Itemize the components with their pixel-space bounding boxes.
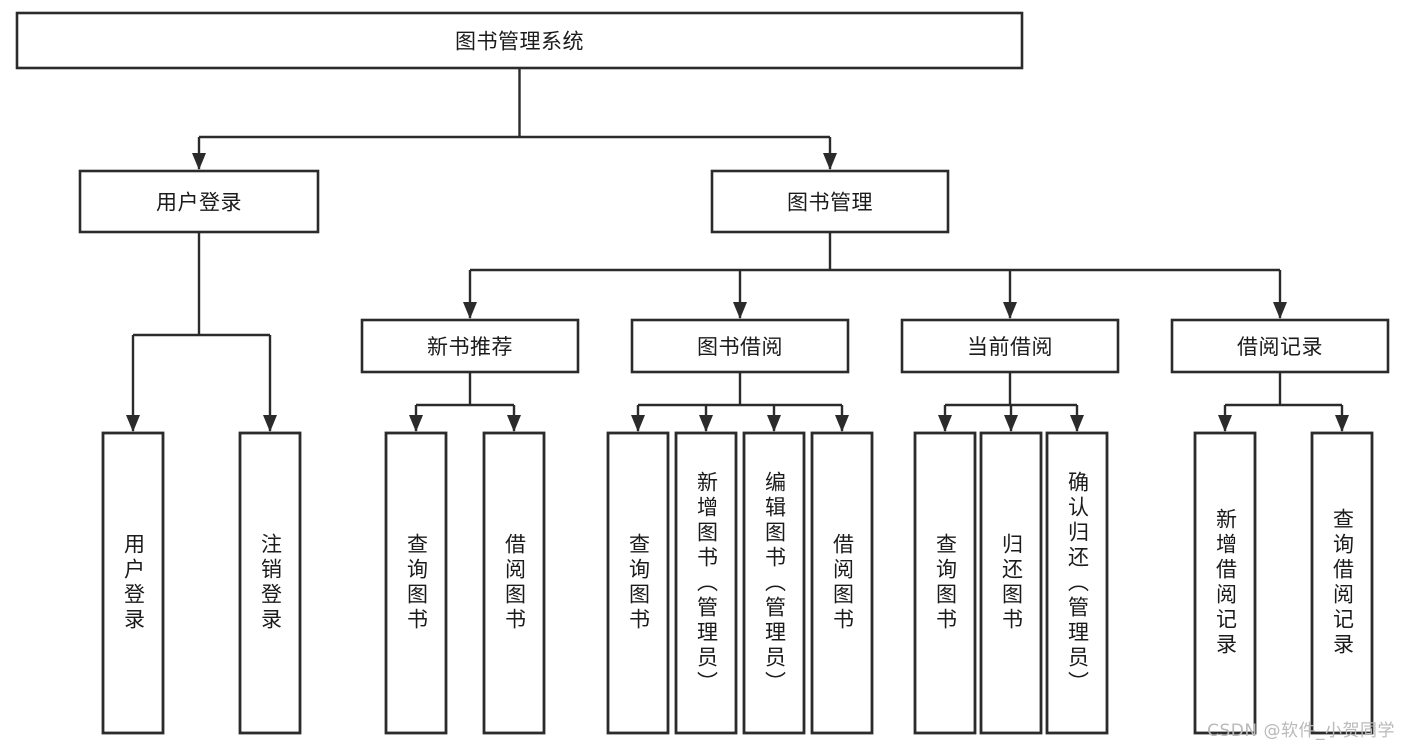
arrow-head-icon-leaf-query-book-rec bbox=[409, 415, 423, 432]
node-root-box[interactable] bbox=[15, 11, 1024, 70]
node-current-borrow-box[interactable] bbox=[900, 318, 1120, 374]
node-current-borrow-label: 当前借阅 bbox=[967, 335, 1053, 359]
node-new-book-rec-label: 新书推荐 bbox=[427, 335, 513, 359]
node-leaf-return-book-box[interactable] bbox=[979, 431, 1043, 735]
box-layer bbox=[15, 11, 1390, 735]
node-borrow-record-box[interactable] bbox=[1170, 318, 1390, 374]
arrow-head-icon-new-book-rec bbox=[463, 302, 477, 319]
node-book-borrow-box[interactable] bbox=[630, 318, 850, 374]
node-leaf-confirm-return-box[interactable] bbox=[1045, 431, 1109, 735]
arrow-head-icon-leaf-borrow-book-rec bbox=[507, 415, 521, 432]
arrow-head-icon-leaf-query-book bbox=[631, 415, 645, 432]
node-leaf-query-record-box[interactable] bbox=[1310, 431, 1374, 735]
node-leaf-borrow-book-box[interactable] bbox=[810, 431, 874, 735]
node-leaf-query-book-cur-box[interactable] bbox=[913, 431, 977, 735]
arrow-head-icon-leaf-user-logout bbox=[263, 415, 277, 432]
arrow-head-icon-leaf-borrow-book bbox=[835, 415, 849, 432]
node-leaf-add-book-box[interactable] bbox=[674, 431, 738, 735]
node-new-book-rec-box[interactable] bbox=[360, 318, 580, 374]
node-book-borrow-label: 图书借阅 bbox=[697, 335, 783, 359]
arrow-head-icon-leaf-confirm-return bbox=[1070, 415, 1084, 432]
arrow-head-icon-leaf-user-login bbox=[126, 415, 140, 432]
node-leaf-borrow-book-rec-box[interactable] bbox=[482, 431, 546, 735]
node-leaf-add-record-box[interactable] bbox=[1193, 431, 1257, 735]
arrow-head-icon-borrow-record bbox=[1273, 302, 1287, 319]
arrow-head-icon-leaf-query-record bbox=[1335, 415, 1349, 432]
node-root-label: 图书管理系统 bbox=[455, 30, 584, 54]
arrow-head-icon-book-borrow bbox=[733, 302, 747, 319]
arrow-head-icon-current-borrow bbox=[1003, 302, 1017, 319]
node-leaf-edit-book-box[interactable] bbox=[742, 431, 806, 735]
arrow-head-icon-leaf-edit-book bbox=[767, 415, 781, 432]
node-borrow-record-label: 借阅记录 bbox=[1237, 335, 1323, 359]
node-leaf-user-login-box[interactable] bbox=[101, 431, 165, 735]
arrow-head-icon-leaf-add-record bbox=[1218, 415, 1232, 432]
arrow-head-icon-leaf-return-book bbox=[1004, 415, 1018, 432]
node-book-manage-label: 图书管理 bbox=[787, 191, 873, 215]
node-leaf-user-logout-box[interactable] bbox=[238, 431, 302, 735]
node-leaf-query-book-rec-box[interactable] bbox=[384, 431, 448, 735]
arrow-head-icon-user-login bbox=[192, 153, 206, 170]
arrow-head-icon-book-manage bbox=[823, 153, 837, 170]
node-book-manage-box[interactable] bbox=[710, 169, 950, 234]
watermark-text: CSDN @软件_小贺同学 bbox=[1207, 721, 1395, 741]
node-user-login-label: 用户登录 bbox=[156, 191, 242, 215]
arrow-head-icon-leaf-add-book bbox=[699, 415, 713, 432]
node-user-login-box[interactable] bbox=[78, 169, 320, 234]
connector-layer bbox=[126, 68, 1349, 432]
arrow-head-icon-leaf-query-book-cur bbox=[938, 415, 952, 432]
node-leaf-query-book-box[interactable] bbox=[606, 431, 670, 735]
